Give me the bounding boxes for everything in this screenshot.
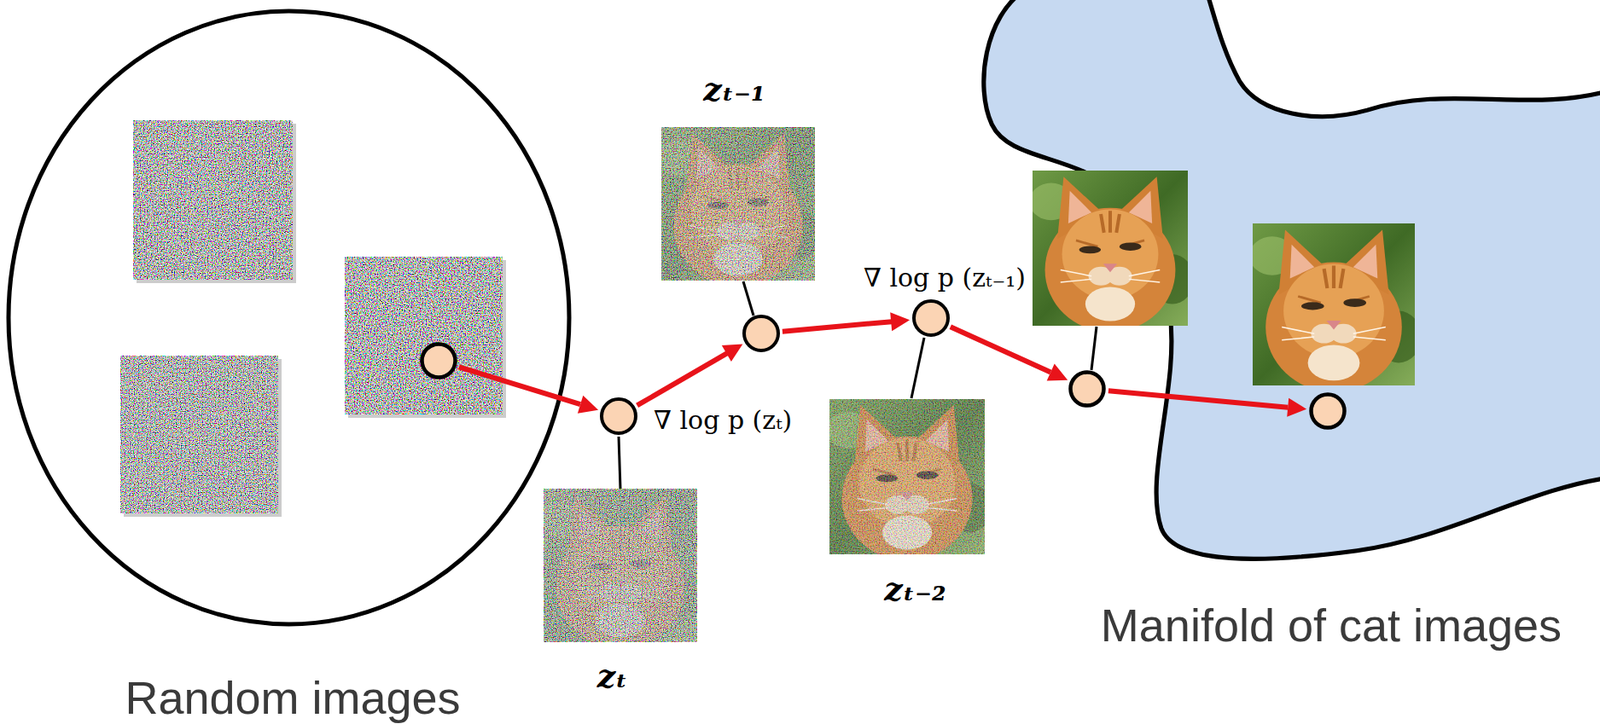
state-circle: zₜ [599, 397, 638, 436]
noise-image [344, 256, 507, 419]
state-label: zₜ₋₁ [703, 70, 765, 109]
leader-line [618, 436, 621, 489]
arrow-head [1047, 364, 1069, 382]
outline-svg [5, 8, 572, 628]
cat-image [657, 127, 821, 287]
state-circle: zₜ₋₁ [742, 314, 780, 353]
arrow-head [577, 395, 599, 414]
noise-overlay [829, 399, 985, 555]
noise-image [133, 120, 297, 284]
noise-overlay [543, 488, 698, 643]
noise-image [133, 120, 293, 280]
cat-image [826, 399, 991, 561]
state-circle: zₜ₋₂ [912, 299, 950, 338]
state-label: zₜ₋₂ [884, 570, 946, 609]
manifold-outline [983, 0, 1600, 559]
step-arrow [637, 344, 744, 407]
step-arrow [782, 312, 910, 332]
state-circle [422, 344, 456, 379]
noise-image [120, 355, 282, 518]
region-label: Manifold of cat images [1100, 600, 1562, 652]
noisy-cat-image [826, 399, 991, 561]
state-label: zₜ [597, 657, 629, 696]
cat-image [540, 488, 704, 649]
noisy-cat-image [540, 488, 704, 649]
arrow-head [721, 344, 744, 363]
noise-overlay [661, 127, 815, 281]
leader-line [911, 337, 925, 399]
ellipse-outline [8, 11, 570, 625]
cat-image [1249, 223, 1421, 393]
cat-image [1029, 170, 1194, 332]
noisy-cat-image [657, 127, 821, 287]
arrow-line [782, 321, 892, 332]
step-arrow [950, 326, 1051, 373]
leader-line [743, 281, 754, 316]
gradient-label: ∇ log p (zₜ) [651, 405, 794, 437]
arrow-line [637, 353, 728, 406]
region-ellipse: Random images [5, 8, 572, 628]
leader-line [1091, 326, 1097, 371]
state-circle [1311, 395, 1345, 429]
manifold-region: Manifold of cat images [972, 0, 1600, 574]
region-label: Random images [124, 673, 460, 724]
outline-svg [972, 0, 1600, 574]
noise-image [344, 256, 503, 415]
noise-image [120, 355, 279, 514]
state-circle [1070, 372, 1105, 407]
arrow-head [890, 312, 910, 332]
gradient-label: ∇ log p (zₜ₋₁) [861, 262, 1028, 294]
